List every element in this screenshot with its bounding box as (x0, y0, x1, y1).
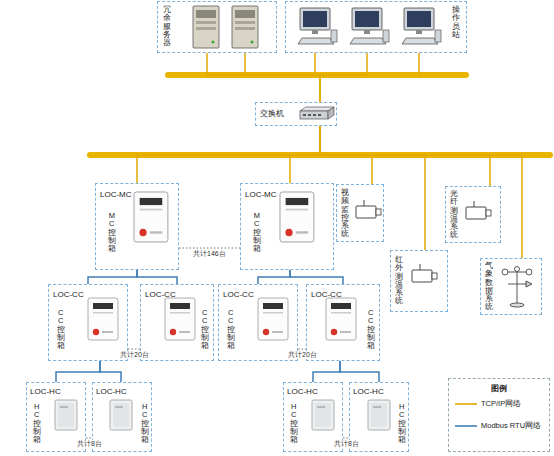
count-label: 共计146台 (192, 250, 227, 258)
vertical-label: CC控制箱 (227, 309, 235, 350)
vertical-label: CC控制箱 (57, 309, 65, 350)
count-label: 共计8台 (76, 440, 103, 448)
device-label: LOC-CC (53, 290, 84, 300)
group-box: 操作员站 (285, 1, 467, 53)
group-box: 气象数据系统 (480, 258, 542, 315)
device-label: LOC-HC (287, 387, 318, 397)
vertical-label: MC控制箱 (108, 212, 116, 253)
group-box: LOC-MC MC控制箱 (95, 183, 179, 270)
group-box: LOC-CC CC控制箱 (48, 284, 128, 361)
vertical-label: CC控制箱 (367, 309, 375, 350)
vertical-label: CC控制箱 (201, 309, 209, 350)
network-link (207, 53, 320, 102)
device-label: LOC-CC (223, 290, 254, 300)
vertical-label: 视频监控系统 (341, 189, 349, 239)
group-box: 红外测温系统 (390, 250, 448, 312)
network-link (137, 270, 177, 284)
network-link (320, 126, 522, 258)
network-link (137, 126, 320, 183)
legend-row: Modbus RTU网络 (449, 420, 549, 438)
device-label: LOC-HC (353, 387, 384, 397)
vertical-label: HC控制箱 (398, 403, 406, 444)
network-link (88, 270, 137, 284)
group-box: LOC-CC CC控制箱 (218, 284, 298, 361)
device-label: LOC-MC (100, 190, 132, 200)
count-dotted-line (298, 349, 306, 350)
vertical-label: 冗余服务器 (163, 6, 171, 47)
network-link (290, 126, 320, 183)
device-label: LOC-MC (245, 190, 277, 200)
group-box: 交换机 (255, 102, 337, 126)
legend-text: TCP/IP网络 (481, 399, 521, 409)
vertical-label: HC控制箱 (33, 403, 41, 444)
legend-title: 图例 (449, 383, 549, 394)
network-link (313, 361, 340, 382)
vertical-label: 光纤测温系统 (450, 190, 458, 240)
network-link (56, 361, 100, 382)
legend-text: Modbus RTU网络 (481, 421, 541, 431)
count-dotted-line (128, 349, 140, 350)
vertical-label: 气象数据系统 (485, 262, 493, 312)
group-box: 视频监控系统 (336, 184, 384, 242)
vertical-label: HC控制箱 (141, 403, 149, 444)
legend-row: TCP/IP网络 (449, 398, 549, 416)
device-label: 交换机 (260, 109, 284, 119)
group-box: LOC-MC MC控制箱 (240, 183, 334, 270)
device-label: LOC-HC (96, 387, 127, 397)
network-link (290, 270, 343, 284)
group-box: 冗余服务器 (157, 1, 277, 53)
network-link (320, 126, 425, 250)
network-link (340, 361, 379, 382)
device-label: LOC-HC (30, 387, 61, 397)
legend-box: 图例 TCP/IP网络 Modbus RTU网络 (448, 378, 550, 452)
count-label: 共计20台 (287, 351, 318, 359)
legend-line-sample (455, 402, 477, 406)
network-link (100, 361, 121, 382)
group-box: LOC-CC CC控制箱 (306, 284, 380, 361)
device-label: LOC-CC (311, 290, 342, 300)
group-box: 光纤测温系统 (445, 186, 501, 243)
count-dotted-line (179, 248, 240, 249)
count-label: 共计20台 (119, 351, 150, 359)
group-box: LOC-CC CC控制箱 (140, 284, 214, 361)
legend-line-sample (455, 424, 477, 428)
vertical-label: 操作员站 (452, 6, 460, 39)
network-link (320, 53, 367, 102)
count-label: 共计8台 (333, 440, 360, 448)
vertical-label: MC控制箱 (253, 212, 261, 253)
vertical-label: 红外测温系统 (395, 256, 403, 306)
vertical-label: HC控制箱 (290, 403, 298, 444)
network-link (320, 126, 490, 186)
network-link (258, 270, 290, 284)
device-label: LOC-CC (145, 290, 176, 300)
